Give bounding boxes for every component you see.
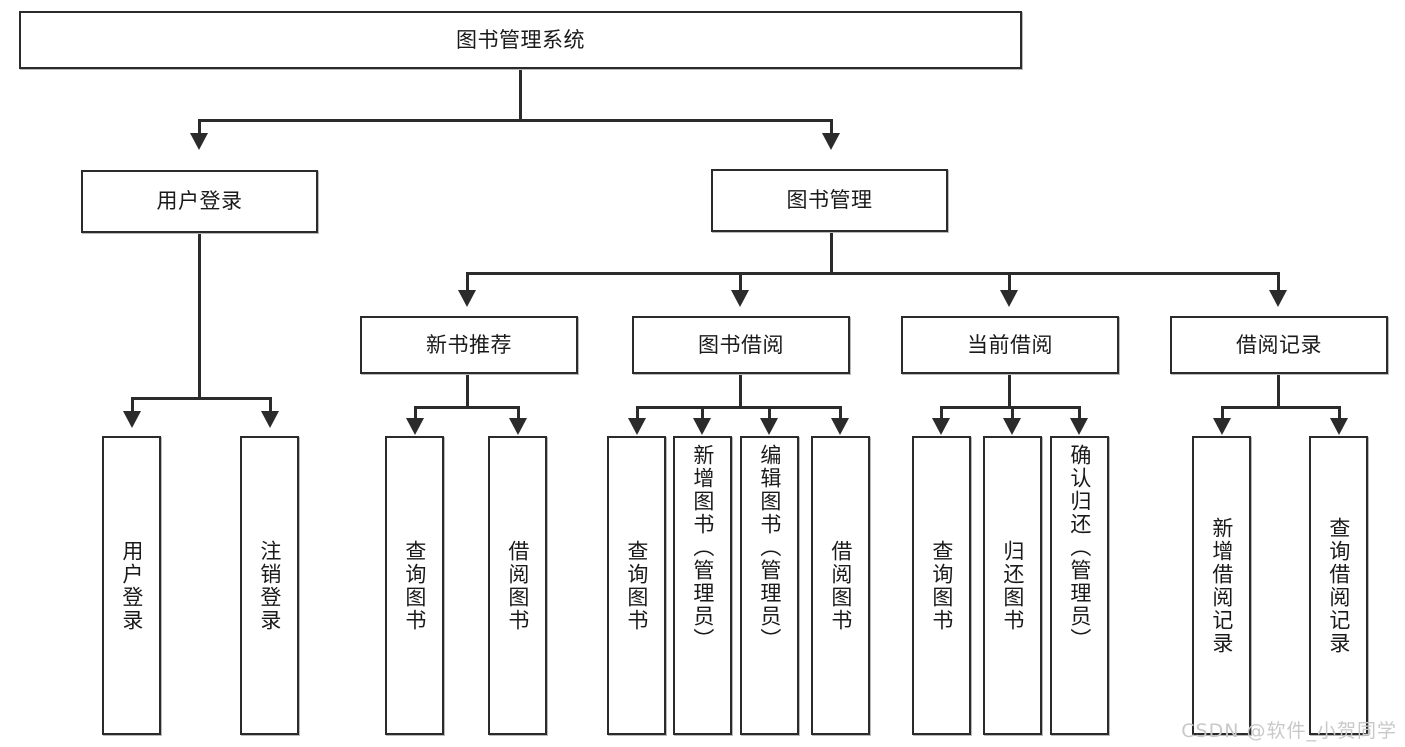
node-label: 新增借阅记录 xyxy=(1209,516,1234,655)
node-leaf-return-book[interactable]: 归还图书 xyxy=(983,436,1042,735)
connector-new-book-recommend-stem xyxy=(466,374,469,408)
arrow-borrow-record xyxy=(1269,290,1287,307)
arrow-query-book-2 xyxy=(628,418,646,435)
node-leaf-confirm-return[interactable]: 确认归还（管理员） xyxy=(1050,436,1109,735)
node-root-system[interactable]: 图书管理系统 xyxy=(19,11,1022,69)
node-label: 新增图书（管理员） xyxy=(690,444,715,651)
node-label: 借阅图书 xyxy=(505,539,530,632)
connector-user-login-bus xyxy=(131,397,269,400)
node-leaf-borrow-book-2[interactable]: 借阅图书 xyxy=(811,436,870,735)
arrow-new-book-recommend xyxy=(458,290,476,307)
connector-drop-leaf-logout-login xyxy=(269,397,272,413)
arrow-add-book xyxy=(693,418,711,435)
node-label: 图书借阅 xyxy=(698,332,784,357)
node-leaf-add-book[interactable]: 新增图书（管理员） xyxy=(673,436,732,735)
node-label: 查询图书 xyxy=(929,539,954,632)
connector-root-stem xyxy=(519,69,522,121)
connector-book-management-stem xyxy=(830,232,833,274)
node-label: 当前借阅 xyxy=(967,332,1053,357)
node-leaf-query-book-2[interactable]: 查询图书 xyxy=(607,436,666,735)
arrow-add-record xyxy=(1213,418,1231,435)
node-new-book-recommend[interactable]: 新书推荐 xyxy=(360,316,578,374)
connector-drop-borrow-record xyxy=(1277,272,1280,292)
connector-drop-new-book-recommend xyxy=(466,272,469,292)
connector-drop-return-book xyxy=(1011,406,1014,419)
connector-drop-query-book-2 xyxy=(636,406,639,419)
arrow-leaf-logout-login xyxy=(261,411,279,428)
node-label: 查询图书 xyxy=(402,539,427,632)
connector-drop-borrow-book-2 xyxy=(839,406,842,419)
connector-drop-user-login xyxy=(198,119,201,135)
connector-level3-bus xyxy=(466,272,1279,275)
node-label: 新书推荐 xyxy=(426,332,512,357)
connector-book-borrow-bus xyxy=(636,406,841,409)
node-label: 图书管理系统 xyxy=(456,27,585,52)
arrow-book-management xyxy=(822,133,840,150)
node-label: 用户登录 xyxy=(156,189,243,214)
node-label: 确认归还（管理员） xyxy=(1067,444,1092,651)
node-leaf-borrow-book-1[interactable]: 借阅图书 xyxy=(488,436,547,735)
arrow-borrow-book-2 xyxy=(831,418,849,435)
node-leaf-query-record[interactable]: 查询借阅记录 xyxy=(1309,436,1368,735)
arrow-borrow-book-1 xyxy=(509,418,527,435)
connector-level2-bus xyxy=(198,119,832,122)
arrow-query-book-3 xyxy=(932,418,950,435)
connector-drop-borrow-book-1 xyxy=(517,406,520,419)
connector-drop-book-borrow xyxy=(739,272,742,292)
node-label: 用户登录 xyxy=(119,539,144,632)
connector-drop-edit-book xyxy=(768,406,771,419)
connector-current-borrow-bus xyxy=(940,406,1080,409)
node-label: 归还图书 xyxy=(1000,539,1025,632)
arrow-return-book xyxy=(1003,418,1021,435)
node-leaf-logout-login[interactable]: 注销登录 xyxy=(240,436,299,735)
node-borrow-record[interactable]: 借阅记录 xyxy=(1170,316,1388,374)
arrow-confirm-return xyxy=(1070,418,1088,435)
connector-drop-add-book xyxy=(701,406,704,419)
arrow-book-borrow xyxy=(731,290,749,307)
connector-drop-add-record xyxy=(1221,406,1224,419)
node-label: 查询借阅记录 xyxy=(1326,516,1351,655)
connector-new-book-recommend-bus xyxy=(414,406,519,409)
node-label: 借阅记录 xyxy=(1236,332,1322,357)
node-leaf-query-book-1[interactable]: 查询图书 xyxy=(385,436,444,735)
connector-book-borrow-stem xyxy=(739,374,742,408)
node-label: 图书管理 xyxy=(786,188,873,213)
node-book-borrow[interactable]: 图书借阅 xyxy=(632,316,850,374)
node-label: 借阅图书 xyxy=(828,539,853,632)
connector-drop-query-book-1 xyxy=(414,406,417,419)
arrow-user-login xyxy=(190,133,208,150)
connector-drop-book-management xyxy=(830,119,833,135)
node-leaf-add-record[interactable]: 新增借阅记录 xyxy=(1192,436,1251,735)
connector-borrow-record-stem xyxy=(1277,374,1280,408)
node-label: 查询图书 xyxy=(624,539,649,632)
connector-drop-confirm-return xyxy=(1078,406,1081,419)
node-leaf-edit-book[interactable]: 编辑图书（管理员） xyxy=(740,436,799,735)
node-label: 注销登录 xyxy=(257,539,282,632)
arrow-current-borrow xyxy=(1000,290,1018,307)
node-label: 编辑图书（管理员） xyxy=(757,444,782,651)
node-book-management[interactable]: 图书管理 xyxy=(711,169,948,232)
arrow-edit-book xyxy=(760,418,778,435)
connector-drop-current-borrow xyxy=(1008,272,1011,292)
connector-user-login-stem xyxy=(198,233,201,399)
connector-drop-query-record xyxy=(1338,406,1341,419)
arrow-query-book-1 xyxy=(406,418,424,435)
connector-drop-query-book-3 xyxy=(940,406,943,419)
arrow-query-record xyxy=(1330,418,1348,435)
node-leaf-user-login[interactable]: 用户登录 xyxy=(102,436,161,735)
connector-current-borrow-stem xyxy=(1008,374,1011,408)
node-user-login[interactable]: 用户登录 xyxy=(81,170,318,233)
arrow-leaf-user-login xyxy=(123,411,141,428)
connector-drop-leaf-user-login xyxy=(131,397,134,413)
node-leaf-query-book-3[interactable]: 查询图书 xyxy=(912,436,971,735)
connector-borrow-record-bus xyxy=(1221,406,1340,409)
node-current-borrow[interactable]: 当前借阅 xyxy=(901,316,1119,374)
